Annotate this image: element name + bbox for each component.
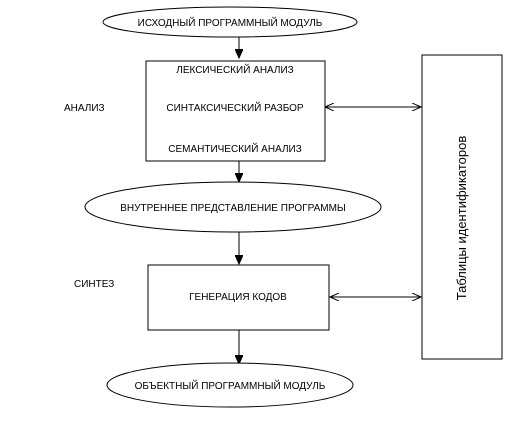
source-module-label: ИСХОДНЫЙ ПРОГРАММНЫЙ МОДУЛЬ bbox=[138, 16, 323, 29]
analysis-block bbox=[145, 60, 326, 162]
syntax-parsing-label: СИНТАКСИЧЕСКИЙ РАЗБОР bbox=[166, 101, 304, 114]
synthesis-phase-label: СИНТЕЗ bbox=[74, 279, 114, 290]
internal-representation-node bbox=[84, 181, 382, 233]
code-generation-label: ГЕНЕРАЦИЯ КОДОВ bbox=[189, 292, 287, 303]
lexical-analysis-label: ЛЕКСИЧЕСКИЙ АНАЛИЗ bbox=[176, 63, 293, 76]
code-generation-block bbox=[147, 264, 330, 331]
object-module-label: ОБЪЕКТНЫЙ ПРОГРАММНЫЙ МОДУЛЬ bbox=[135, 379, 326, 392]
identifier-tables-label: Таблицы идентификаторов bbox=[454, 136, 469, 301]
object-module-node bbox=[106, 362, 354, 408]
identifier-tables-block bbox=[421, 54, 503, 360]
source-module-node bbox=[102, 6, 358, 38]
analysis-phase-label: АНАЛИЗ bbox=[64, 103, 105, 114]
semantic-analysis-label: СЕМАНТИЧЕСКИЙ АНАЛИЗ bbox=[168, 142, 302, 155]
internal-representation-label: ВНУТРЕННЕЕ ПРЕДСТАВЛЕНИЕ ПРОГРАММЫ bbox=[120, 203, 346, 214]
